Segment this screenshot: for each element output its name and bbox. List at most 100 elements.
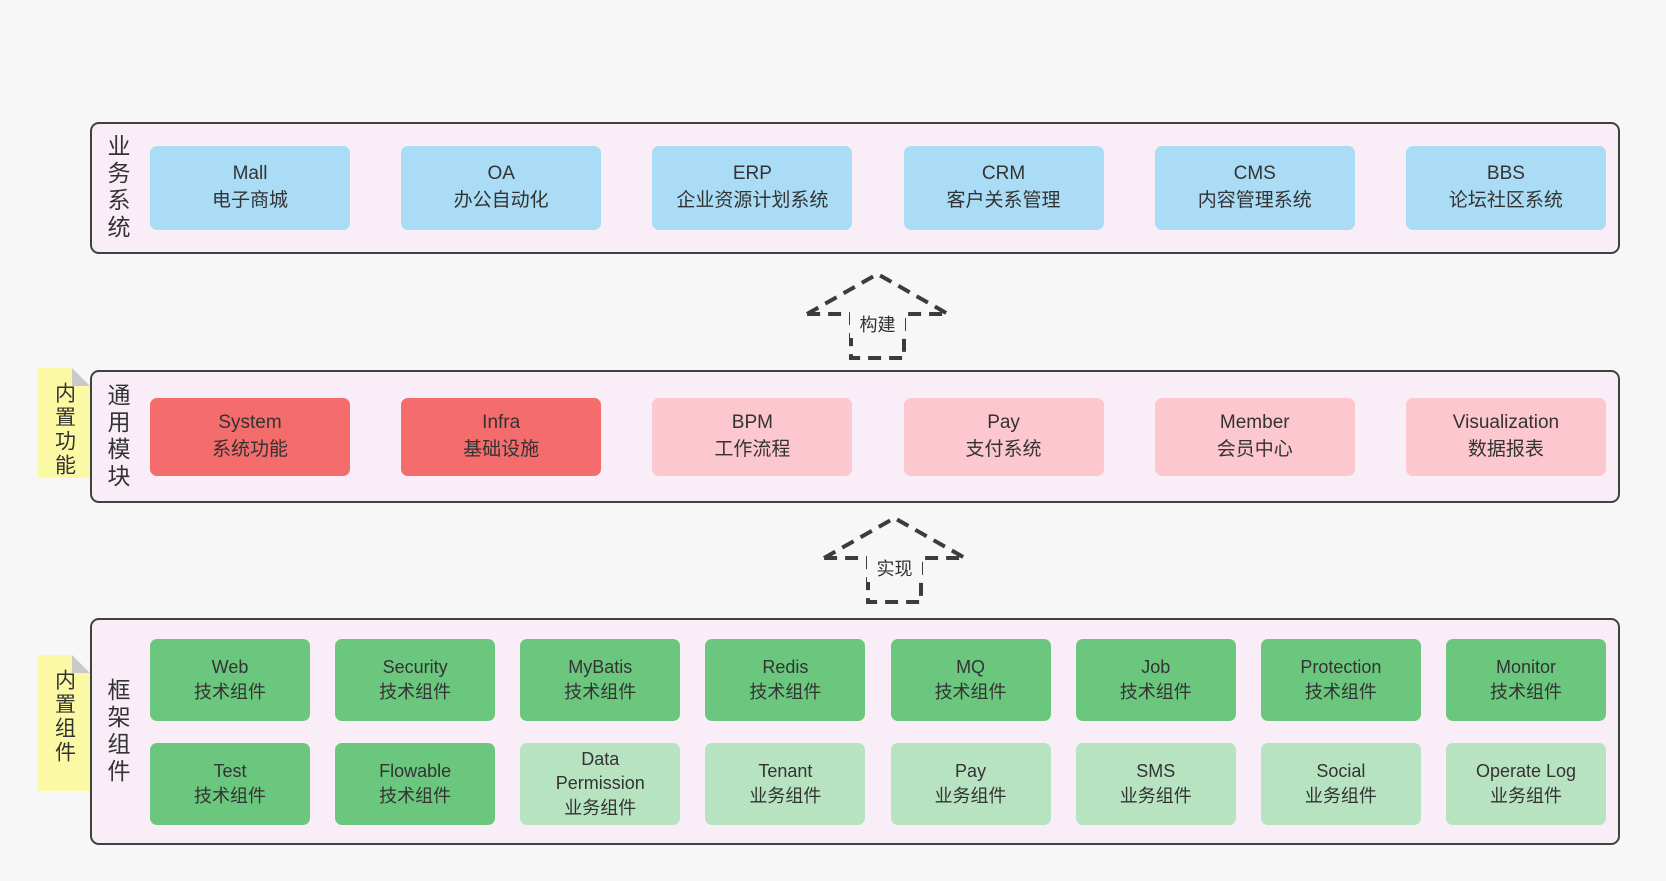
box-subtitle: 内容管理系统 — [1197, 190, 1312, 211]
section-framework-components: 框架组件 Web 技术组件 Security 技术组件 MyBatis 技术组件… — [90, 618, 1620, 845]
note-built-in-features: 内置功能 — [38, 368, 90, 478]
box-title: Test — [213, 761, 247, 782]
arrow-build: 构建 — [800, 271, 955, 360]
box-subtitle: 技术组件 — [564, 681, 637, 702]
box-title: BPM — [731, 411, 773, 433]
box-system: System 系统功能 — [150, 397, 350, 476]
box-job: Job 技术组件 — [1075, 638, 1236, 721]
box-title: SMS — [1136, 761, 1176, 782]
arrow-implement: 实现 — [817, 515, 972, 604]
box-subtitle: 企业资源计划系统 — [676, 190, 829, 211]
box-title: Pay — [987, 411, 1020, 433]
box-subtitle: 工作流程 — [714, 438, 791, 460]
box-subtitle: 基础设施 — [463, 438, 540, 460]
note-text: 内置功能 — [52, 382, 76, 478]
side-label-framework-components: 框架组件 — [104, 677, 130, 786]
side-label-common-modules: 通用模块 — [104, 382, 130, 491]
box-title: Infra — [482, 411, 521, 433]
box-monitor: Monitor 技术组件 — [1445, 638, 1606, 721]
arrow-label-backdrop — [850, 310, 905, 338]
box-subtitle: 客户关系管理 — [946, 190, 1061, 211]
box-subtitle: 技术组件 — [379, 785, 452, 806]
box-row: Web 技术组件 Security 技术组件 MyBatis 技术组件 Redi… — [150, 638, 1606, 721]
box-subtitle: 技术组件 — [749, 681, 822, 702]
box-title: Monitor — [1495, 657, 1556, 678]
box-title: Protection — [1300, 657, 1382, 678]
note-built-in-components: 内置组件 — [38, 655, 90, 791]
box-data-permission: Data Permission 业务组件 — [520, 742, 681, 825]
box-title: OA — [487, 163, 515, 185]
arrow-label: 实现 — [877, 559, 913, 579]
box-title: Redis — [762, 657, 809, 678]
box-erp: ERP 企业资源计划系统 — [652, 146, 853, 230]
box-test: Test 技术组件 — [150, 742, 310, 825]
box-pay-business: Pay 业务组件 — [890, 742, 1051, 825]
box-title: Operate Log — [1475, 761, 1577, 782]
box-title: Web — [211, 657, 249, 678]
box-subtitle: 业务组件 — [1489, 785, 1562, 806]
box-title: Tenant — [758, 761, 813, 782]
box-title: Mall — [232, 163, 268, 185]
box-title: CMS — [1233, 163, 1276, 185]
box-subtitle: 技术组件 — [1489, 681, 1562, 702]
box-pay-system: Pay 支付系统 — [903, 397, 1104, 476]
box-title: MyBatis — [568, 657, 633, 678]
box-redis: Redis 技术组件 — [705, 638, 866, 721]
box-web: Web 技术组件 — [150, 638, 310, 721]
box-row: Test 技术组件 Flowable 技术组件 Data Permission … — [150, 742, 1606, 825]
box-subtitle: 系统功能 — [211, 438, 288, 460]
box-subtitle: 业务组件 — [564, 797, 637, 818]
box-title: System — [218, 411, 282, 433]
box-crm: CRM 客户关系管理 — [903, 146, 1104, 230]
box-subtitle: 业务组件 — [1304, 785, 1377, 806]
box-title: Data Permission — [555, 749, 645, 794]
section-common-modules: 通用模块 System 系统功能 Infra 基础设施 BPM 工作流程 Pay… — [90, 370, 1620, 503]
box-subtitle: 业务组件 — [1119, 785, 1192, 806]
box-cms: CMS 内容管理系统 — [1154, 146, 1355, 230]
box-subtitle: 技术组件 — [194, 681, 266, 702]
box-subtitle: 数据报表 — [1467, 438, 1544, 460]
box-subtitle: 电子商城 — [211, 190, 288, 211]
box-subtitle: 办公自动化 — [453, 190, 549, 211]
box-title: Visualization — [1452, 411, 1560, 433]
box-title: Social — [1316, 761, 1366, 782]
box-bpm: BPM 工作流程 — [652, 397, 853, 476]
box-row: System 系统功能 Infra 基础设施 BPM 工作流程 Pay 支付系统… — [150, 397, 1606, 476]
box-visualization: Visualization 数据报表 — [1405, 397, 1606, 476]
box-title: Flowable — [379, 761, 452, 782]
box-tenant: Tenant 业务组件 — [705, 742, 866, 825]
box-title: ERP — [732, 163, 772, 185]
box-member: Member 会员中心 — [1154, 397, 1355, 476]
folded-corner-icon — [72, 368, 90, 386]
box-subtitle: 业务组件 — [934, 785, 1007, 806]
box-title: CRM — [981, 163, 1026, 185]
box-title: MQ — [956, 657, 986, 678]
box-mall: Mall 电子商城 — [150, 146, 350, 230]
arrow-label: 构建 — [860, 315, 896, 335]
box-infra: Infra 基础设施 — [401, 397, 602, 476]
box-subtitle: 支付系统 — [965, 438, 1042, 460]
box-flowable: Flowable 技术组件 — [335, 742, 496, 825]
box-sms: SMS 业务组件 — [1075, 742, 1236, 825]
box-bbs: BBS 论坛社区系统 — [1405, 146, 1606, 230]
box-subtitle: 论坛社区系统 — [1448, 190, 1563, 211]
box-protection: Protection 技术组件 — [1260, 638, 1421, 721]
box-subtitle: 会员中心 — [1216, 438, 1293, 460]
box-subtitle: 技术组件 — [194, 785, 266, 806]
box-subtitle: 技术组件 — [1304, 681, 1377, 702]
box-security: Security 技术组件 — [335, 638, 496, 721]
box-subtitle: 技术组件 — [1119, 681, 1192, 702]
box-subtitle: 业务组件 — [749, 785, 822, 806]
section-business-systems: 业务系统 Mall 电子商城 OA 办公自动化 ERP 企业资源计划系统 CRM… — [90, 122, 1620, 254]
box-title: Security — [382, 657, 448, 678]
box-social: Social 业务组件 — [1260, 742, 1421, 825]
box-mybatis: MyBatis 技术组件 — [520, 638, 681, 721]
box-title: Pay — [955, 761, 987, 782]
box-subtitle: 技术组件 — [379, 681, 452, 702]
box-title: BBS — [1486, 163, 1525, 185]
box-row: Mall 电子商城 OA 办公自动化 ERP 企业资源计划系统 CRM 客户关系… — [150, 146, 1606, 230]
side-label-business-systems: 业务系统 — [104, 134, 130, 242]
box-title: Job — [1141, 657, 1171, 678]
box-mq: MQ 技术组件 — [890, 638, 1051, 721]
folded-corner-icon — [72, 655, 90, 673]
